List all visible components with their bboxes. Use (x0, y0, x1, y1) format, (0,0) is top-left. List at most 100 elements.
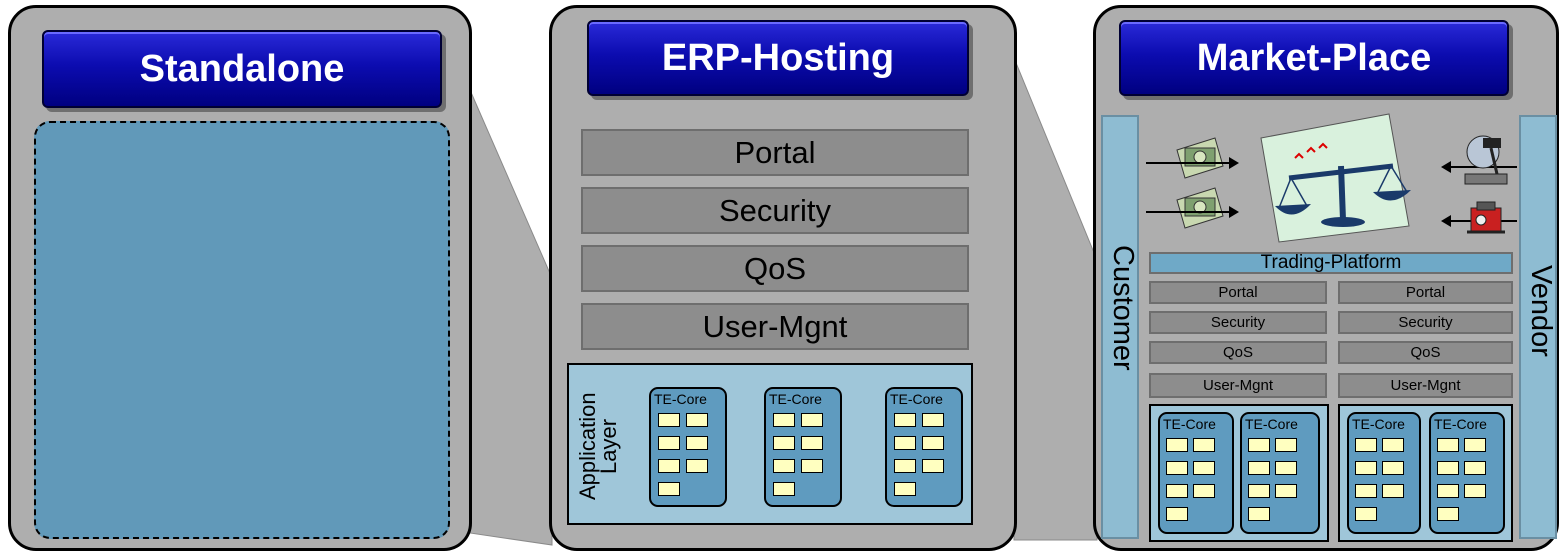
market-te-core-3-label: TE-Core (1352, 416, 1405, 432)
module-box (894, 436, 916, 450)
vendor-layer-user-mgnt-label: User-Mgnt (1390, 377, 1461, 394)
module-box (1193, 484, 1215, 498)
module-box (1248, 438, 1270, 452)
module-box (686, 459, 708, 473)
erp-layer-qos: QoS (581, 245, 969, 292)
customer-layer-security: Security (1149, 311, 1327, 334)
market-te-core-2: TE-Core (1240, 412, 1320, 534)
market-place-title: Market-Place (1119, 20, 1509, 96)
market-te-core-1: TE-Core (1158, 412, 1234, 534)
erp-layer-portal-label: Portal (734, 134, 816, 170)
module-box (1355, 438, 1377, 452)
module-box (658, 436, 680, 450)
module-box (1193, 461, 1215, 475)
money-icon (1176, 137, 1224, 179)
module-box (1166, 461, 1188, 475)
vendor-layer-security: Security (1338, 311, 1513, 334)
module-box (658, 413, 680, 427)
module-box (894, 459, 916, 473)
module-box (1248, 461, 1270, 475)
module-box (801, 413, 823, 427)
customer-layer-portal-label: Portal (1218, 284, 1258, 301)
erp-te-core-3-label: TE-Core (890, 391, 943, 407)
module-box (1275, 484, 1297, 498)
erp-te-core-2-label: TE-Core (769, 391, 822, 407)
erp-layer-portal: Portal (581, 129, 969, 176)
standalone-title-text: Standalone (139, 47, 345, 90)
module-box (1464, 484, 1486, 498)
module-box (1382, 484, 1404, 498)
module-box (1166, 507, 1188, 521)
module-box (922, 459, 944, 473)
erp-hosting-title-text: ERP-Hosting (661, 36, 895, 79)
module-box (1355, 484, 1377, 498)
module-box (1275, 461, 1297, 475)
arrow-right-icon (1146, 206, 1239, 218)
scales-icon (1260, 113, 1411, 243)
module-box (894, 482, 916, 496)
customer-layer-security-label: Security (1210, 314, 1266, 331)
module-box (1248, 507, 1270, 521)
vendor-layer-qos-label: QoS (1410, 344, 1441, 361)
module-box (658, 482, 680, 496)
trading-platform-bar: Trading-Platform (1149, 252, 1513, 274)
vendor-bar: Vendor (1519, 115, 1557, 539)
market-te-core-4: TE-Core (1429, 412, 1505, 534)
miter-saw-icon (1464, 135, 1508, 185)
module-box (773, 413, 795, 427)
module-box (1275, 438, 1297, 452)
customer-label: Customer (1107, 245, 1139, 371)
module-box (801, 436, 823, 450)
customer-layer-qos-label: QoS (1222, 344, 1253, 361)
customer-layer-user-mgnt: User-Mgnt (1149, 373, 1327, 398)
module-box (801, 459, 823, 473)
module-box (1437, 438, 1459, 452)
module-box (773, 482, 795, 496)
generator-icon (1467, 201, 1505, 234)
module-box (922, 436, 944, 450)
standalone-title: Standalone (42, 30, 442, 108)
connector-erp-to-market (1013, 57, 1098, 541)
module-box (1193, 438, 1215, 452)
module-box (894, 413, 916, 427)
erp-layer-user-mgnt-label: User-Mgnt (702, 308, 848, 344)
module-box (1464, 461, 1486, 475)
module-box (773, 436, 795, 450)
erp-layer-user-mgnt: User-Mgnt (581, 303, 969, 350)
money-icon (1176, 187, 1224, 229)
trading-illustration (1146, 113, 1517, 243)
customer-application-area: TE-Core TE-Core (1149, 404, 1329, 542)
vendor-layer-portal-label: Portal (1405, 284, 1446, 301)
standalone-panel: Standalone (8, 5, 472, 551)
erp-hosting-panel: ERP-Hosting Portal Security QoS User-Mgn… (549, 5, 1017, 551)
erp-layer-security: Security (581, 187, 969, 234)
module-box (1355, 507, 1377, 521)
erp-hosting-title: ERP-Hosting (587, 20, 969, 96)
module-box (686, 436, 708, 450)
erp-te-core-1: TE-Core (649, 387, 727, 507)
vendor-label: Vendor (1525, 265, 1557, 357)
vendor-application-area: TE-Core TE-Core (1338, 404, 1513, 542)
module-box (1166, 438, 1188, 452)
vendor-layer-portal: Portal (1338, 281, 1513, 304)
module-box (1248, 484, 1270, 498)
customer-layer-qos: QoS (1149, 341, 1327, 364)
vendor-layer-qos: QoS (1338, 341, 1513, 364)
module-box (922, 413, 944, 427)
vendor-layer-security-label: Security (1398, 314, 1453, 331)
module-box (1355, 461, 1377, 475)
module-box (1437, 461, 1459, 475)
market-te-core-4-label: TE-Core (1434, 416, 1487, 432)
trading-platform-label: Trading-Platform (1260, 252, 1402, 273)
module-box (1437, 507, 1459, 521)
module-box (1437, 484, 1459, 498)
market-place-title-text: Market-Place (1196, 36, 1432, 79)
module-box (1464, 438, 1486, 452)
market-te-core-3: TE-Core (1347, 412, 1421, 534)
market-place-panel: Market-Place Customer Vendor (1093, 5, 1559, 551)
module-box (658, 459, 680, 473)
application-layer-label: Application Layer (575, 392, 621, 500)
erp-layer-qos-label: QoS (743, 250, 807, 286)
customer-bar: Customer (1101, 115, 1139, 539)
erp-te-core-3: TE-Core (885, 387, 963, 507)
